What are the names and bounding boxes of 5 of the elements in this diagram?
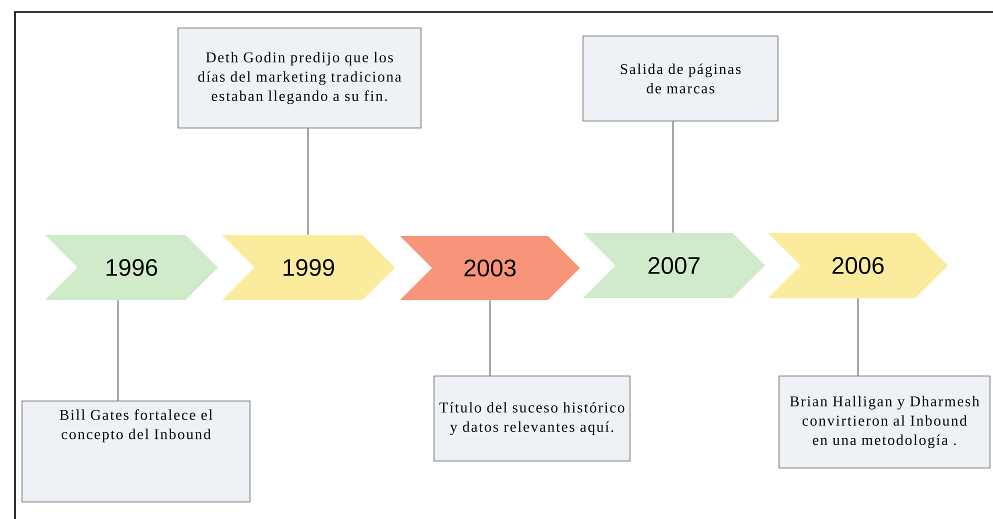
text-box: Brian Halligan y Dharmesh convirtieron al Inbound en una metodología .: [778, 376, 990, 468]
text-box: Título del suceso histórico y datos relevantes aquí.: [434, 376, 630, 462]
text-box: Salida de páginas de marcas: [582, 36, 778, 122]
text-box: Bill Gates fortalece el concepto del Inbound: [22, 400, 250, 502]
text-box: Deth Godin predijo que los días del marketing tradiciona estaban llegando a su fin.: [178, 28, 422, 128]
